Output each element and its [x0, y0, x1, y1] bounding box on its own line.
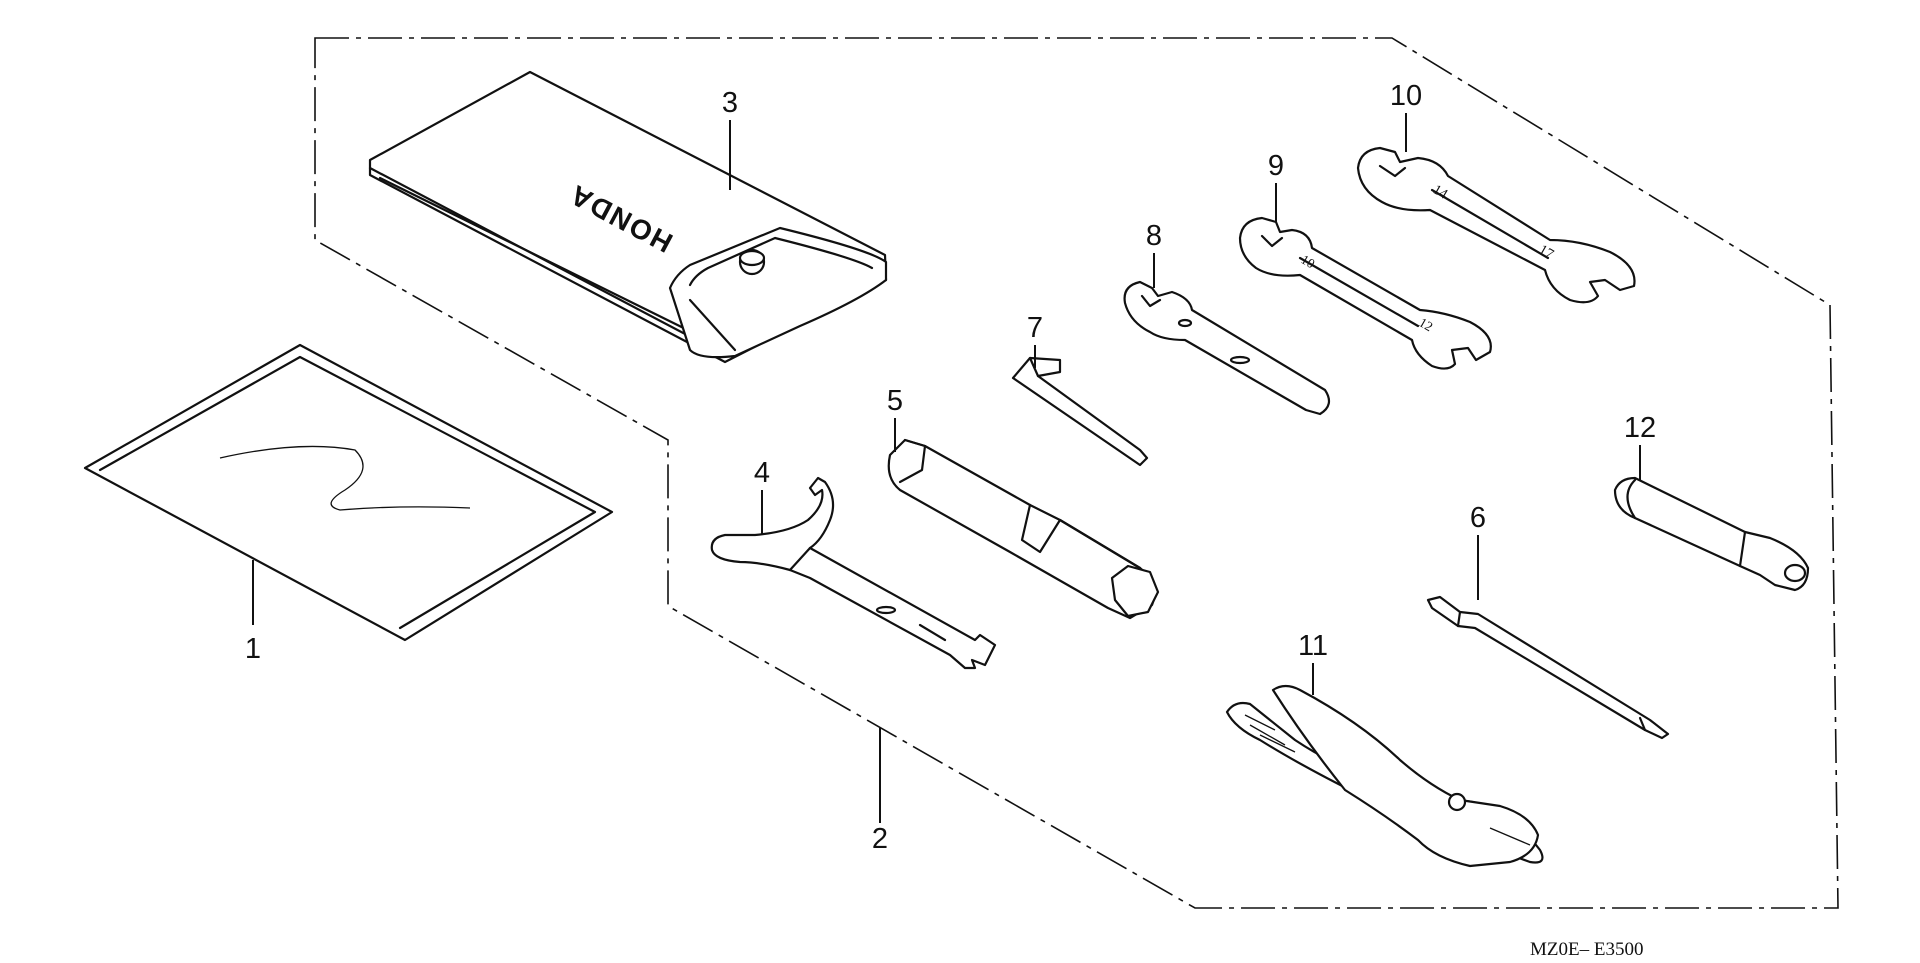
svg-text:14: 14 — [1430, 182, 1450, 203]
open-end-wrench-large-icon: 14 17 — [1356, 146, 1636, 304]
callout-4: 4 — [754, 457, 770, 489]
callouts: 1 2 3 4 5 6 7 8 9 10 11 12 — [245, 80, 1656, 855]
spark-plug-wrench-icon — [887, 438, 1160, 620]
pin-spanner-icon — [710, 476, 997, 670]
pliers-icon — [1225, 684, 1544, 868]
callout-7: 7 — [1027, 312, 1043, 344]
callout-3: 3 — [722, 87, 738, 119]
open-end-wrench-small-icon — [1123, 280, 1331, 416]
screwdriver-handle-icon — [1613, 476, 1810, 592]
callout-9: 9 — [1268, 150, 1284, 182]
callout-5: 5 — [887, 385, 903, 417]
drawing-code: MZ0E– E3500 — [1530, 939, 1643, 958]
screwdriver-blade-icon — [1426, 595, 1670, 740]
tool-bag-icon: HONDA — [368, 70, 888, 364]
callout-8: 8 — [1146, 220, 1162, 252]
svg-text:17: 17 — [1536, 242, 1556, 263]
hex-key-icon — [1011, 356, 1149, 467]
callout-6: 6 — [1470, 502, 1486, 534]
svg-text:12: 12 — [1417, 315, 1436, 335]
callout-10: 10 — [1390, 80, 1422, 112]
open-end-wrench-medium-icon: 10 12 — [1238, 216, 1492, 370]
callout-11: 11 — [1298, 630, 1328, 662]
callout-12: 12 — [1624, 412, 1656, 444]
callout-2: 2 — [872, 823, 888, 855]
tool-set-outline — [314, 37, 1839, 909]
callout-1: 1 — [245, 633, 261, 665]
leader-lines — [252, 113, 1641, 823]
owners-manual-icon — [83, 343, 614, 642]
